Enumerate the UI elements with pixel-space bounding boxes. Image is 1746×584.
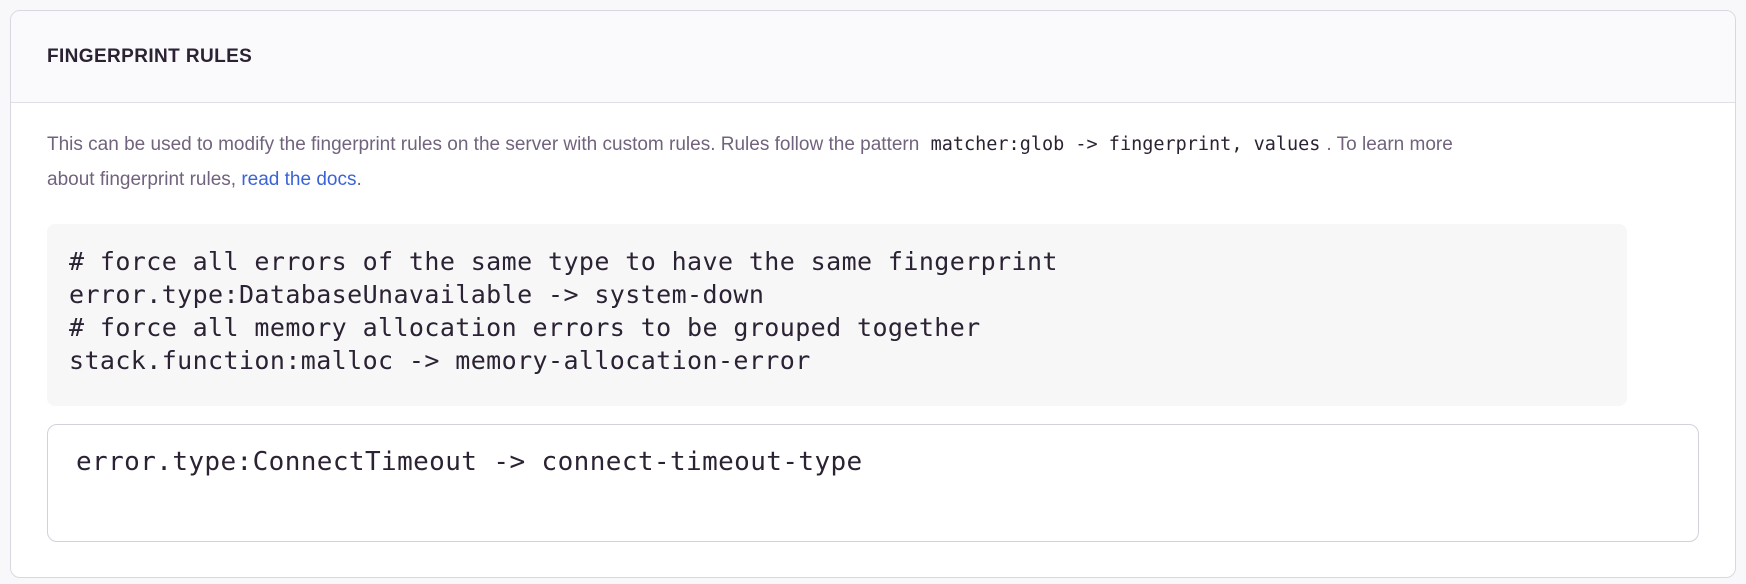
description-text-end: . xyxy=(356,169,362,190)
fingerprint-rules-description: This can be used to modify the fingerpri… xyxy=(47,127,1467,197)
fingerprint-rules-input[interactable]: error.type:ConnectTimeout -> connect-tim… xyxy=(47,424,1699,542)
example-rules-code-block: # force all errors of the same type to h… xyxy=(47,224,1627,406)
example-code-line: error.type:DatabaseUnavailable -> system… xyxy=(69,280,765,309)
example-code-line: # force all errors of the same type to h… xyxy=(69,247,1058,276)
panel-body: This can be used to modify the fingerpri… xyxy=(11,103,1735,577)
read-the-docs-link[interactable]: read the docs xyxy=(241,169,357,190)
example-code-line: # force all memory allocation errors to … xyxy=(69,313,981,342)
example-code-line: stack.function:malloc -> memory-allocati… xyxy=(69,346,811,375)
panel-header: FINGERPRINT RULES xyxy=(11,11,1735,103)
fingerprint-rules-panel: FINGERPRINT RULES This can be used to mo… xyxy=(10,10,1736,578)
pattern-inline-code: matcher:glob -> fingerprint, values xyxy=(930,134,1321,155)
panel-title: FINGERPRINT RULES xyxy=(47,45,253,67)
description-text-before-code: This can be used to modify the fingerpri… xyxy=(47,134,925,155)
description-text-after-code: . To learn more about fingerprint rules, xyxy=(47,134,1453,190)
